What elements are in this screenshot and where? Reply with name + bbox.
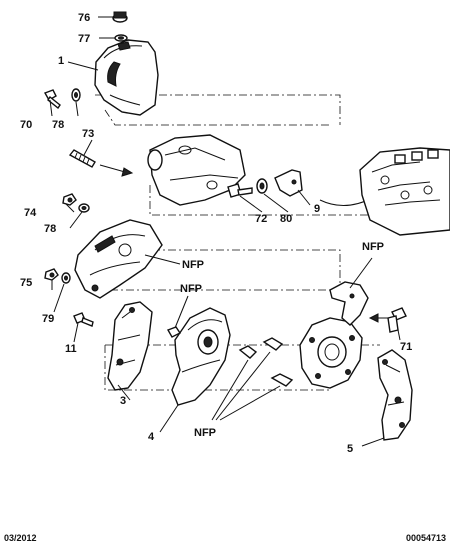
- part-washer-78-lower: [78, 203, 90, 213]
- part-bolt-70: [43, 89, 61, 110]
- callout-labels: 76 77 1 70 78 73 72 80 9 74 78 NFP 75 79…: [20, 12, 412, 455]
- label-11: 11: [65, 343, 77, 355]
- label-75: 75: [20, 277, 32, 289]
- part-rear-plate-5: [377, 349, 413, 441]
- label-80: 80: [280, 213, 292, 225]
- label-73: 73: [82, 128, 94, 140]
- label-nfp-bracket: NFP: [362, 241, 384, 253]
- part-lower-cover-3: [107, 301, 153, 391]
- part-washer-77: [114, 34, 128, 42]
- label-1: 1: [58, 55, 64, 67]
- part-engine-bracket: [147, 134, 246, 206]
- part-washer-80: [256, 178, 268, 194]
- part-lower-cover-4: [166, 307, 231, 406]
- label-4: 4: [148, 431, 155, 443]
- part-pump-housing: [299, 317, 363, 389]
- label-77: 77: [78, 33, 90, 45]
- label-nfp-cover-4: NFP: [180, 283, 202, 295]
- arrow-head-icon: [368, 313, 379, 323]
- part-nut-74: [62, 193, 77, 206]
- label-78-upper: 78: [52, 119, 64, 131]
- label-78-lower: 78: [44, 223, 56, 235]
- label-9: 9: [314, 203, 320, 215]
- label-nfp-middle-cover: NFP: [182, 259, 204, 271]
- part-washer-79: [61, 272, 71, 284]
- part-upper-cover: [94, 39, 159, 116]
- part-washer-78-upper: [71, 88, 81, 102]
- arrow-stud-to-bracket: [99, 164, 126, 173]
- arrow-head-icon: [121, 167, 134, 177]
- label-nfp-studs: NFP: [194, 427, 216, 439]
- part-bolt-71: [387, 307, 407, 333]
- footer-code: 00054713: [405, 533, 446, 543]
- label-72: 72: [255, 213, 267, 225]
- part-bolt-72: [227, 183, 253, 198]
- footer-date: 03/2012: [4, 533, 37, 543]
- part-engine-block: [359, 147, 450, 236]
- label-71: 71: [400, 341, 412, 353]
- label-5: 5: [347, 443, 353, 455]
- part-spacer-studs: [238, 337, 294, 387]
- label-76: 76: [78, 12, 90, 24]
- part-nfp-bracket: [329, 281, 369, 326]
- label-70: 70: [20, 119, 32, 131]
- label-74: 74: [24, 207, 37, 219]
- part-bolt-11: [73, 312, 94, 327]
- part-middle-cover-plate: [74, 219, 163, 299]
- label-79: 79: [42, 313, 54, 325]
- part-nut-75: [44, 268, 59, 281]
- part-bracket-9: [274, 169, 303, 197]
- leader-lines: [49, 16, 401, 447]
- part-nut-76: [112, 11, 128, 23]
- assembly-guide-lines: [95, 94, 420, 391]
- part-stud-73: [68, 149, 96, 168]
- label-3: 3: [120, 395, 126, 407]
